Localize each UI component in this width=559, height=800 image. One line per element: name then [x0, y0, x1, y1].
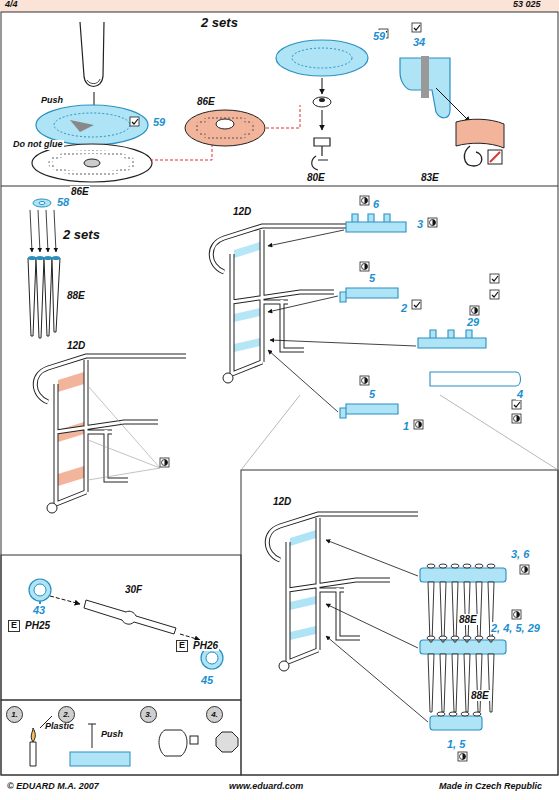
tube-top	[439, 564, 447, 568]
fret-letter: E	[8, 620, 20, 632]
callout-number: 2	[400, 302, 408, 314]
tube-part	[464, 582, 470, 642]
instruction-note: Do not glue	[12, 140, 64, 150]
tube-top	[463, 636, 471, 640]
step-circle: 3.	[140, 706, 157, 723]
symbol-icon	[428, 218, 437, 227]
tube-part	[464, 654, 470, 712]
part-number: 12D	[232, 206, 252, 217]
tube-top	[437, 712, 445, 716]
part-number: 80E	[306, 172, 326, 183]
tube-top	[427, 636, 435, 640]
callout-number: 1, 5	[446, 738, 466, 750]
set-number: 53 025	[512, 0, 542, 10]
symbol-icon	[360, 376, 369, 385]
symbol-icon	[412, 300, 421, 309]
step-number: 4.	[211, 710, 218, 719]
tube-part	[440, 582, 446, 642]
callout-number: 59	[152, 116, 166, 128]
symbol-icon	[490, 274, 499, 283]
callout-number: 34	[412, 36, 426, 48]
part-number: 86E	[196, 96, 216, 107]
callout-number: 45	[200, 674, 214, 686]
step-number: 1.	[11, 710, 18, 719]
page-number: 4/4	[4, 0, 19, 10]
tube-top	[475, 564, 483, 568]
tube-top	[487, 636, 495, 640]
tube-part	[452, 654, 458, 712]
fret-letter: E	[176, 640, 188, 652]
symbol-icon	[520, 565, 529, 574]
copyright: © EDUARD M.A. 2007	[6, 782, 100, 792]
part-number: 12D	[272, 496, 292, 507]
callout-number: 5	[368, 272, 376, 284]
symbol-icon	[470, 306, 479, 315]
symbol-icon	[512, 610, 521, 619]
tube-top	[451, 564, 459, 568]
tube-part	[428, 654, 434, 712]
website: www.eduard.com	[228, 782, 304, 792]
tube-part	[476, 654, 482, 712]
symbol-icon	[512, 414, 521, 423]
instruction-note: Push	[40, 96, 64, 106]
part-number: 83E	[420, 172, 440, 183]
symbol-icon	[360, 262, 369, 271]
callout-number: 3, 6	[510, 548, 530, 560]
tube-top	[487, 564, 495, 568]
tube-top	[449, 712, 457, 716]
tube-top	[461, 712, 469, 716]
part-number: 86E	[70, 186, 90, 197]
step-circle: 2.	[58, 706, 75, 723]
part-number: 12D	[66, 340, 86, 351]
symbol-icon	[458, 752, 467, 761]
part-number: 88E	[470, 690, 490, 701]
tube-part	[452, 582, 458, 642]
part-number: 88E	[458, 614, 478, 625]
step-circle: 4.	[206, 706, 223, 723]
tube-part	[476, 582, 482, 642]
instruction-note: Push	[100, 730, 124, 740]
origin-note: Made in Czech Republic	[438, 782, 543, 792]
material-note: Plastic	[44, 722, 75, 732]
callout-number: 43	[32, 604, 46, 616]
part-number: 30F	[124, 584, 143, 595]
tube-top	[463, 564, 471, 568]
callout-number: 59	[372, 30, 386, 42]
callout-number: 58	[56, 196, 70, 208]
step-number: 2.	[63, 710, 70, 719]
tube-top	[475, 636, 483, 640]
symbol-icon	[130, 117, 139, 126]
tube-top	[473, 712, 481, 716]
symbol-icon	[512, 400, 521, 409]
callout-number: 29	[466, 316, 480, 328]
tube-part	[428, 582, 434, 642]
part-number: 88E	[66, 290, 86, 301]
callout-number: 6	[372, 198, 380, 210]
step-circle: 1.	[6, 706, 23, 723]
symbol-icon	[490, 290, 499, 299]
tube-top	[451, 636, 459, 640]
callout-number: 1	[402, 420, 410, 432]
tube-top	[439, 636, 447, 640]
callout-number: 4	[516, 388, 524, 400]
part-number: PH25	[24, 620, 51, 631]
callout-number: 3	[416, 218, 424, 230]
tube-top	[427, 564, 435, 568]
callout-number: 5	[368, 388, 376, 400]
part-number: PH26	[192, 640, 219, 651]
tube-part	[440, 654, 446, 712]
set-count: 2 sets	[62, 228, 101, 242]
tube-part	[488, 654, 494, 712]
symbol-icon	[412, 23, 421, 32]
step-number: 3.	[145, 710, 152, 719]
symbol-icon	[360, 196, 369, 205]
symbol-icon	[160, 458, 169, 467]
callout-number: 2, 4, 5, 29	[490, 622, 541, 634]
set-count: 2 sets	[200, 16, 239, 30]
symbol-icon	[414, 420, 423, 429]
